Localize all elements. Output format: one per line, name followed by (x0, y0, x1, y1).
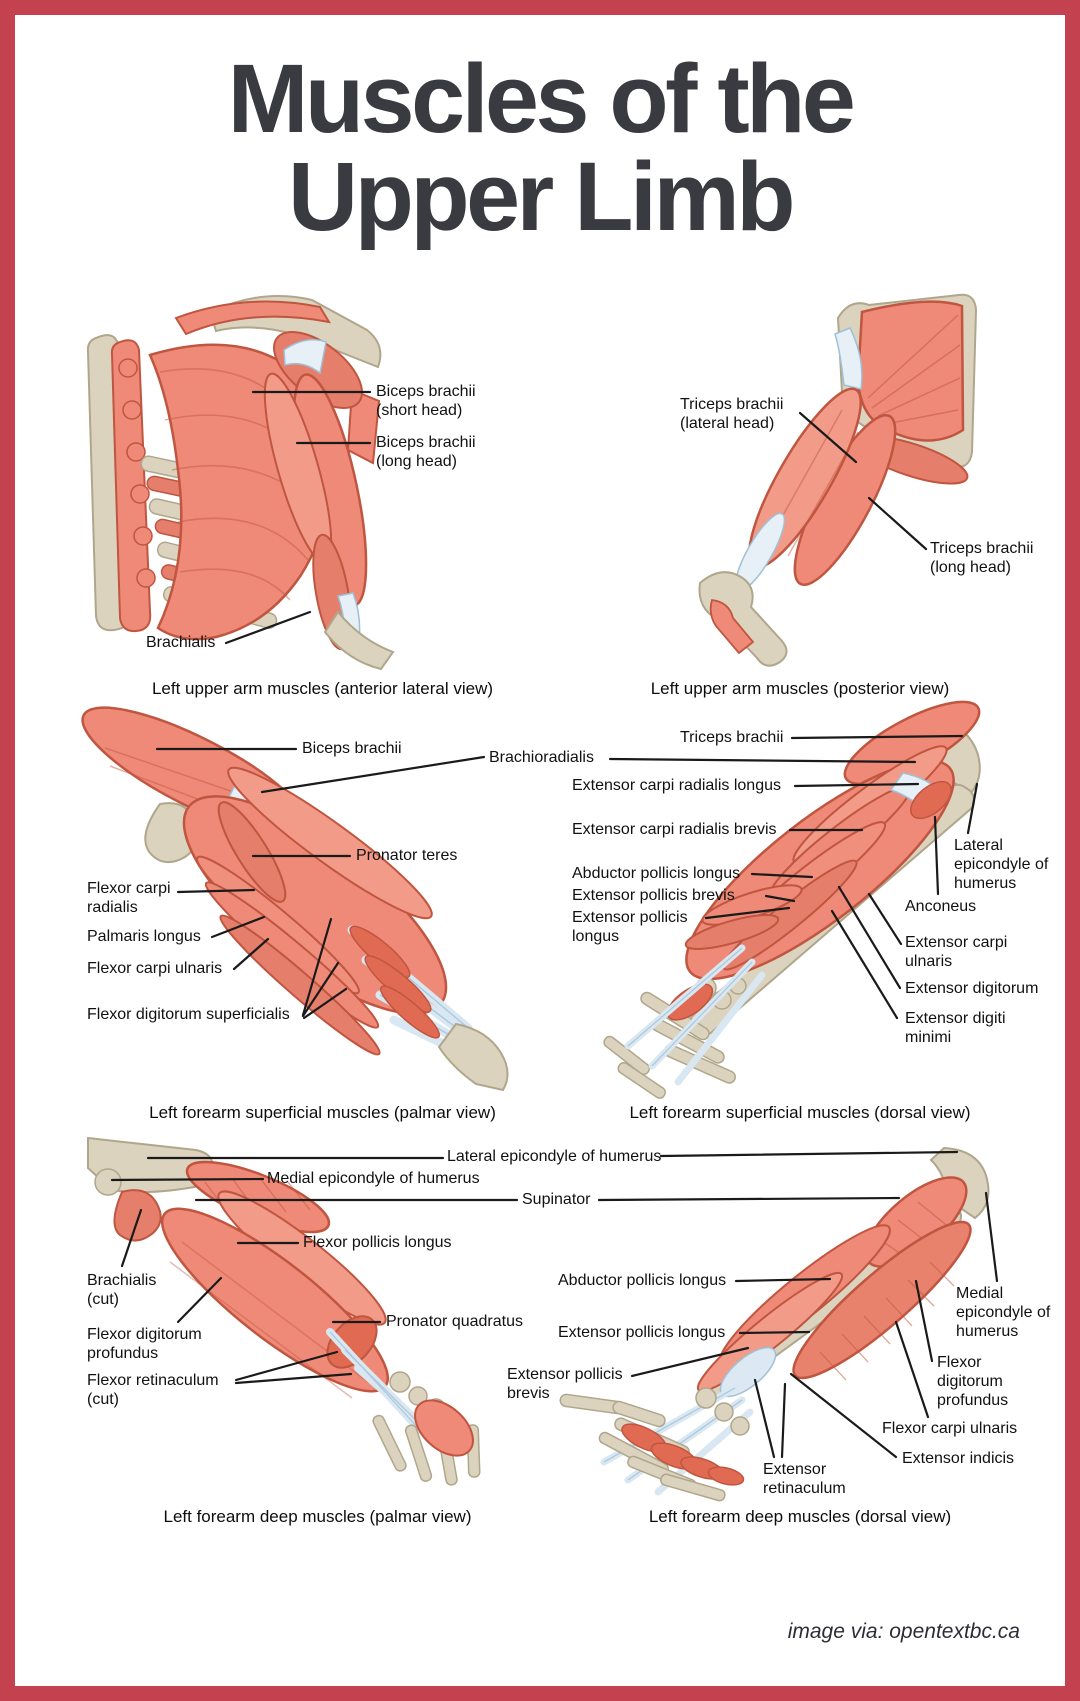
label-abductor-pollicis-longus: Abductor pollicis longus (572, 865, 741, 882)
label-flexor-digitorum-superficialis: Flexor digitorum superficialis (87, 1006, 290, 1023)
label-pronator-teres: Pronator teres (356, 847, 458, 864)
label-abductor-pollicis-longus-deep: Abductor pollicis longus (558, 1272, 727, 1289)
label-flexor-pollicis-longus: Flexor pollicis longus (303, 1234, 452, 1251)
label-lateral-epicondyle-of-humerus-deep: Lateral epicondyle of humerus (447, 1148, 662, 1165)
label-flexor-carpi-ulnaris: Flexor carpi ulnaris (87, 960, 223, 977)
label-brachialis-cut: Brachialis (cut) (87, 1272, 157, 1308)
label-lateral-epicondyle-of-humerus: Lateral epicondyle of humerus (954, 837, 1049, 892)
illustration-upper-arm-anterior (86, 295, 395, 671)
illustration-upper-arm-posterior (698, 293, 978, 667)
caption-forearm-deep-dorsal: Left forearm deep muscles (dorsal view) (648, 1507, 952, 1526)
label-flexor-carpi-radialis: Flexor carpi radialis (87, 880, 171, 916)
poster-title-line1: Muscles of the (227, 44, 856, 153)
pronator-quadratus-shape (326, 1315, 378, 1369)
label-flexor-retinaculum-cut: Flexor retinaculum (cut) (87, 1372, 219, 1408)
label-supinator: Supinator (522, 1191, 591, 1208)
label-pronator-quadratus: Pronator quadratus (386, 1313, 523, 1330)
label-extensor-carpi-ulnaris: Extensor carpi ulnaris (905, 934, 1008, 970)
label-biceps-brachii: Biceps brachii (302, 740, 402, 757)
poster-title: Muscles of the Upper Limb (0, 50, 1080, 246)
illustration-forearm-deep-dorsal (559, 1146, 990, 1502)
label-extensor-pollicis-brevis: Extensor pollicis brevis (572, 887, 735, 904)
pronator-teres-shape (217, 801, 287, 903)
brachialis-cut-shape (113, 1189, 162, 1242)
label-extensor-pollicis-longus: Extensor pollicis longus (572, 909, 688, 945)
label-extensor-pollicis-longus-deep: Extensor pollicis longus (558, 1324, 726, 1341)
label-medial-epicondyle-of-humerus-deep: Medial epicondyle of humerus (267, 1170, 480, 1187)
label-extensor-indicis: Extensor indicis (902, 1450, 1015, 1467)
label-extensor-digitorum: Extensor digitorum (905, 980, 1039, 997)
label-flexor-digitorum-profundus-dorsal: Flexor digitorum profundus (937, 1354, 1009, 1409)
label-extensor-pollicis-brevis-deep: Extensor pollicis brevis (507, 1366, 623, 1402)
caption-upper-arm-posterior: Left upper arm muscles (posterior view) (650, 679, 950, 698)
fdp-dorsal-shape (792, 1220, 972, 1380)
label-brachioradialis: Brachioradialis (489, 749, 594, 766)
attribution-text: image via: opentextbc.ca (787, 1620, 1020, 1643)
label-palmaris-longus: Palmaris longus (87, 928, 201, 945)
label-extensor-retinaculum: Extensor retinaculum (763, 1461, 846, 1497)
anconeus-shape (910, 780, 952, 820)
label-triceps-brachii: Triceps brachii (680, 729, 784, 746)
leader-lines (110, 390, 999, 1459)
label-extensor-carpi-radialis-brevis: Extensor carpi radialis brevis (572, 821, 777, 838)
thenar-shape (414, 1399, 474, 1457)
brachioradialis-shape (227, 766, 433, 920)
label-extensor-digiti-minimi: Extensor digiti minimi (905, 1010, 1006, 1046)
label-triceps-brachii-lateral-head: Triceps brachii (lateral head) (680, 396, 784, 432)
label-biceps-brachii-long-head: Biceps brachii (long head) (376, 434, 476, 470)
caption-forearm-deep-palmar: Left forearm deep muscles (palmar view) (163, 1507, 472, 1526)
label-anconeus: Anconeus (905, 898, 977, 915)
label-biceps-brachii-short-head: Biceps brachii (short head) (376, 383, 476, 419)
label-flexor-digitorum-profundus: Flexor digitorum profundus (87, 1326, 202, 1362)
caption-forearm-superficial-palmar: Left forearm superficial muscles (palmar… (149, 1103, 496, 1122)
caption-upper-arm-anterior: Left upper arm muscles (anterior lateral… (151, 679, 494, 698)
label-brachialis: Brachialis (146, 634, 216, 651)
illustration-forearm-deep-palmar (87, 1136, 481, 1486)
caption-forearm-superficial-dorsal: Left forearm superficial muscles (dorsal… (629, 1103, 971, 1122)
label-flexor-carpi-ulnaris-dorsal: Flexor carpi ulnaris (882, 1420, 1018, 1437)
label-triceps-brachii-long-head: Triceps brachii (long head) (930, 540, 1034, 576)
poster-title-line2: Upper Limb (288, 141, 795, 251)
label-extensor-carpi-radialis-longus: Extensor carpi radialis longus (572, 777, 781, 794)
label-medial-epicondyle-of-humerus-dorsal: Medial epicondyle of humerus (956, 1285, 1051, 1340)
